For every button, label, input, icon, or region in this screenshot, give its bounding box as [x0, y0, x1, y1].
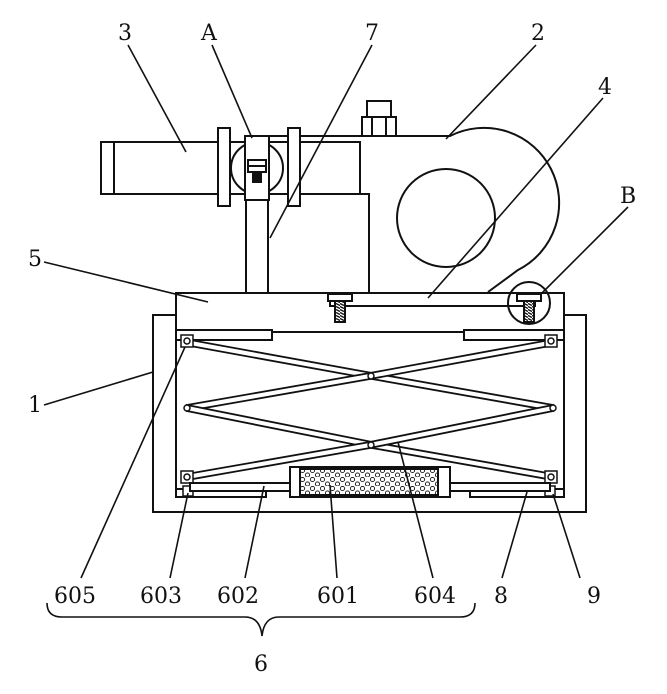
label-8: 8: [494, 584, 508, 609]
label-602: 602: [217, 584, 259, 609]
label-604: 604: [414, 584, 456, 609]
label-6: 6: [254, 652, 268, 677]
label-1: 1: [28, 393, 42, 418]
motor-knob: [361, 116, 397, 137]
label-601: 601: [317, 584, 359, 609]
group-brace: [46, 602, 476, 637]
label-5: 5: [28, 247, 42, 272]
detail-a-connector: [230, 135, 284, 201]
label-4: 4: [598, 75, 612, 100]
label-a: A: [200, 21, 218, 46]
label-7: 7: [365, 21, 379, 46]
label-2: 2: [531, 21, 545, 46]
fan-inlet-circle: [396, 168, 496, 268]
vertical-duct: [245, 193, 370, 293]
honeycomb-filter: [289, 466, 451, 498]
label-b: B: [620, 184, 636, 209]
label-603: 603: [140, 584, 182, 609]
filter-plate: [327, 292, 542, 323]
label-9: 9: [587, 584, 601, 609]
leader-lines: [43, 44, 629, 579]
label-3: 3: [118, 21, 132, 46]
left-flange: [217, 127, 231, 207]
label-605: 605: [54, 584, 96, 609]
detail-b-circle: [507, 281, 551, 325]
